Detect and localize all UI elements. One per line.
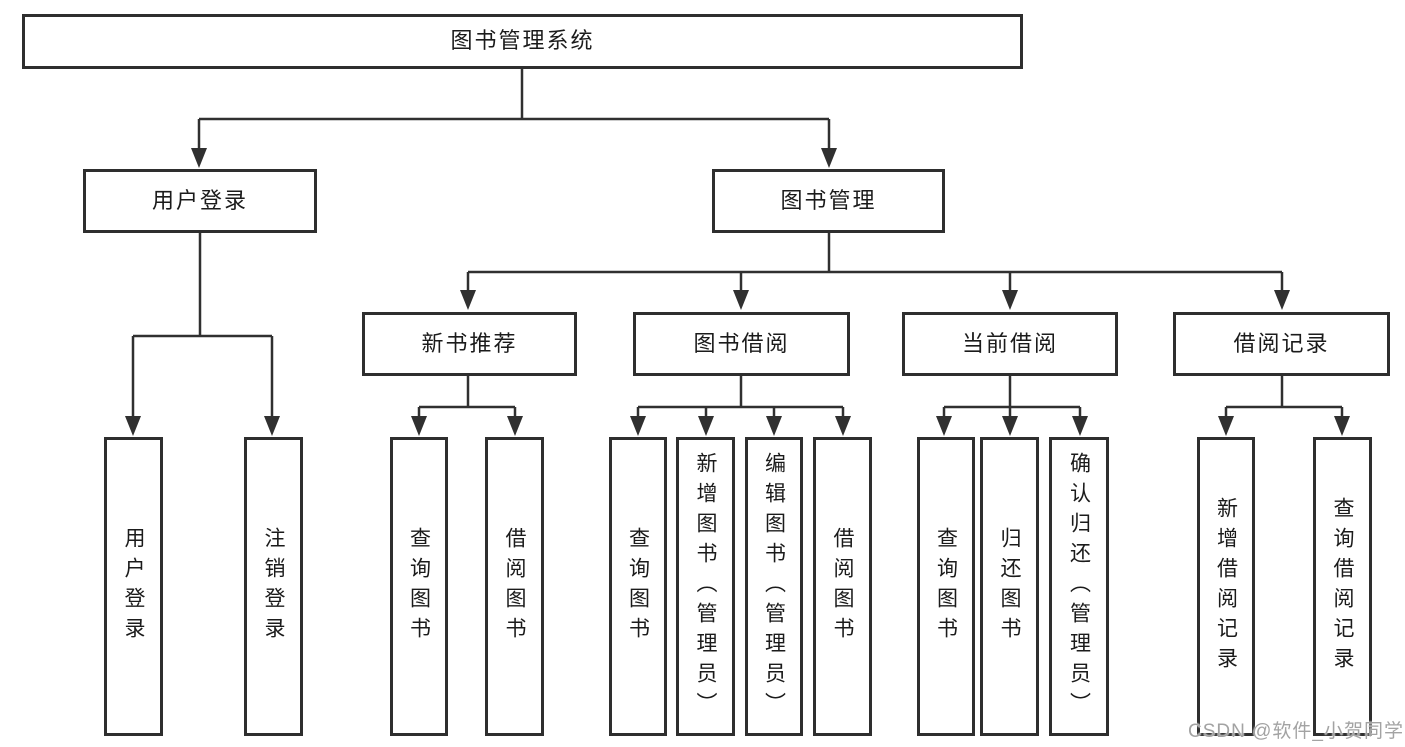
node-root-label: 图书管理系统 xyxy=(450,28,595,54)
node-new-book-recommend-label: 新书推荐 xyxy=(421,330,518,356)
leaf-confirm-return-admin: 确认归还（管理员） xyxy=(1049,437,1109,736)
leaf-return-book-label: 归还图书 xyxy=(998,526,1021,647)
node-current-borrow: 当前借阅 xyxy=(902,312,1118,376)
leaf-query-books-borrow: 查询图书 xyxy=(609,437,667,736)
leaf-query-books-borrow-label: 查询图书 xyxy=(626,526,650,647)
leaf-edit-book-admin: 编辑图书（管理员） xyxy=(745,437,803,736)
leaf-borrow-books-recommend-label: 借阅图书 xyxy=(503,526,526,647)
leaf-user-login-label: 用户登录 xyxy=(122,526,145,647)
leaf-confirm-return-admin-label: 确认归还（管理员） xyxy=(1067,451,1091,722)
leaf-query-books-current-label: 查询图书 xyxy=(934,526,958,647)
node-user-login-label: 用户登录 xyxy=(151,187,248,213)
leaf-borrow-books: 借阅图书 xyxy=(813,437,872,736)
leaf-query-borrow-record-label: 查询借阅记录 xyxy=(1331,496,1354,677)
csdn-watermark: CSDN @软件_小贺同学 xyxy=(1188,721,1404,742)
node-current-borrow-label: 当前借阅 xyxy=(961,330,1058,356)
leaf-add-book-admin-label: 新增图书（管理员） xyxy=(694,451,717,722)
node-new-book-recommend: 新书推荐 xyxy=(362,312,577,376)
leaf-user-login: 用户登录 xyxy=(104,437,163,736)
node-book-borrow: 图书借阅 xyxy=(633,312,850,376)
leaf-borrow-books-label: 借阅图书 xyxy=(831,526,854,647)
node-borrow-records-label: 借阅记录 xyxy=(1233,330,1330,356)
leaf-query-books-recommend-label: 查询图书 xyxy=(407,526,431,647)
node-book-management-label: 图书管理 xyxy=(780,187,877,213)
leaf-edit-book-admin-label: 编辑图书（管理员） xyxy=(762,451,786,722)
leaf-add-borrow-record-label: 新增借阅记录 xyxy=(1214,496,1238,677)
node-book-management: 图书管理 xyxy=(712,169,945,233)
node-root-library-system: 图书管理系统 xyxy=(22,14,1023,69)
leaf-return-book: 归还图书 xyxy=(980,437,1039,736)
leaf-add-borrow-record: 新增借阅记录 xyxy=(1197,437,1255,736)
node-book-borrow-label: 图书借阅 xyxy=(693,330,790,356)
leaf-add-book-admin: 新增图书（管理员） xyxy=(676,437,735,736)
leaf-logout-label: 注销登录 xyxy=(262,526,285,647)
leaf-query-books-current: 查询图书 xyxy=(917,437,975,736)
node-user-login: 用户登录 xyxy=(83,169,317,233)
leaf-borrow-books-recommend: 借阅图书 xyxy=(485,437,544,736)
node-borrow-records: 借阅记录 xyxy=(1173,312,1390,376)
leaf-logout: 注销登录 xyxy=(244,437,303,736)
leaf-query-borrow-record: 查询借阅记录 xyxy=(1313,437,1372,736)
arrow-heads xyxy=(125,148,1350,436)
leaf-query-books-recommend: 查询图书 xyxy=(390,437,448,736)
